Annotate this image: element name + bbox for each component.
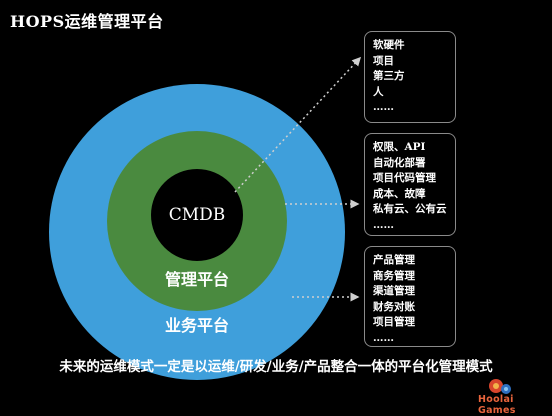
list-item: …… <box>373 101 394 113</box>
list-item: 项目 <box>373 54 394 67</box>
list-item: 产品管理 <box>373 254 415 266</box>
list-item: 人 <box>373 85 384 98</box>
list-item: 私有云、公有云 <box>373 203 447 215</box>
list-item: 自动化部署 <box>373 156 426 169</box>
arrow-to-box-1 <box>234 56 362 193</box>
list-item: 软硬件 <box>373 39 405 51</box>
list-item: 项目代码管理 <box>373 172 436 184</box>
logo-text: Hoolai Games <box>478 394 516 416</box>
list-item: 财务对账 <box>373 300 415 313</box>
list-item: 商务管理 <box>373 269 415 282</box>
info-box-business: 产品管理 商务管理 渠道管理 财务对账 项目管理 …… <box>364 246 456 347</box>
hoolai-games-logo: Hoolai Games <box>468 377 548 416</box>
list-item: 第三方 <box>373 70 405 82</box>
list-item: …… <box>373 218 394 231</box>
info-box-cmdb: 软硬件 项目 第三方 人 …… <box>364 31 456 123</box>
list-item: 权限、API <box>373 141 426 153</box>
list-item: 渠道管理 <box>373 285 415 297</box>
list-item: …… <box>373 331 394 344</box>
caption: 未来的运维模式一定是以运维/研发/业务/产品整合一体的平台化管理模式 <box>59 359 493 375</box>
middle-ring-label: 管理平台 <box>164 270 229 289</box>
slide-title: HOPS运维管理平台 <box>10 12 164 31</box>
list-item: 项目管理 <box>373 316 415 328</box>
core-label: CMDB <box>168 205 226 225</box>
outer-ring-label: 业务平台 <box>164 316 229 335</box>
info-box-management: 权限、API 自动化部署 项目代码管理 成本、故障 私有云、公有云 …… <box>364 133 456 236</box>
list-item: 成本、故障 <box>373 187 426 200</box>
logo-mark-icon <box>489 379 511 394</box>
core-circle-cmdb <box>151 169 243 261</box>
